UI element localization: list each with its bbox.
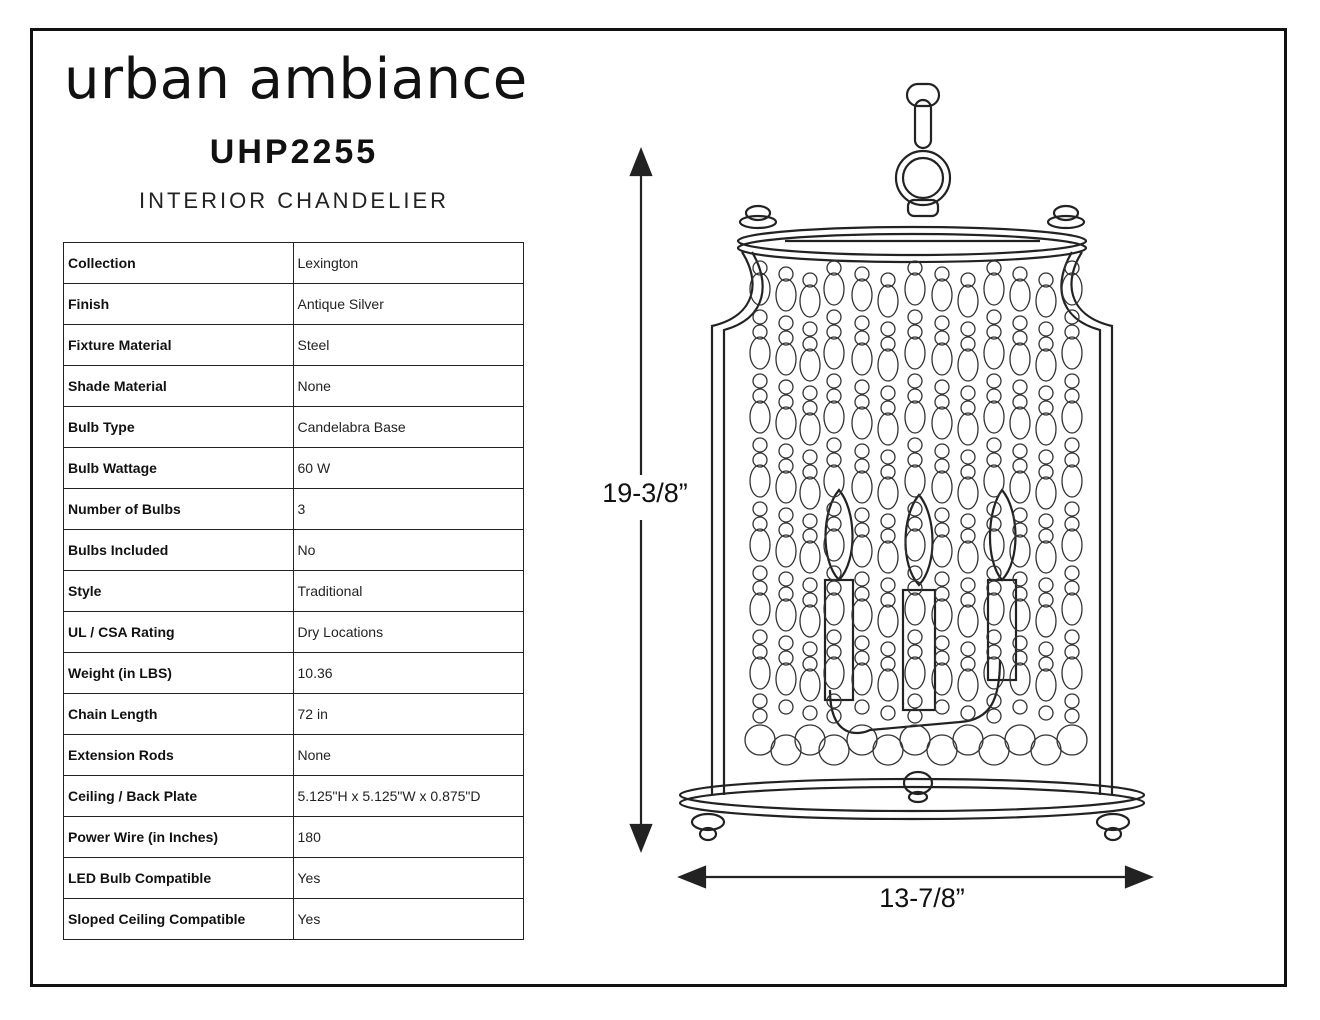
spec-label: Finish: [63, 283, 294, 325]
spec-label: Ceiling / Back Plate: [63, 775, 294, 817]
product-type: INTERIOR CHANDELIER: [138, 188, 450, 213]
spec-row: Power Wire (in Inches)180: [63, 816, 524, 858]
spec-value: No: [292, 529, 524, 571]
spec-label: UL / CSA Rating: [63, 611, 294, 653]
spec-value: 5.125"H x 5.125"W x 0.875"D: [292, 775, 524, 817]
spec-value: Traditional: [292, 570, 524, 612]
height-dimension-arrow: [629, 147, 653, 853]
chain: [894, 82, 952, 218]
model-number: UHP2255: [209, 133, 379, 171]
crystal-bead-strands: [744, 260, 1088, 766]
spec-label: Sloped Ceiling Compatible: [63, 898, 294, 940]
spec-value: 72 in: [292, 693, 524, 735]
width-dimension-arrow: [677, 865, 1154, 889]
page-border: [30, 28, 1287, 987]
top-finials: [738, 204, 1086, 230]
spec-label: Number of Bulbs: [63, 488, 294, 530]
height-dimension-label: 19-3/8”: [602, 478, 688, 508]
chandelier-dimension-drawing: 19-3/8” 13-7/8”: [602, 82, 1154, 913]
spec-label: LED Bulb Compatible: [63, 857, 294, 899]
bottom-feet: [690, 770, 1131, 842]
spec-value: 3: [292, 488, 524, 530]
spec-label: Style: [63, 570, 294, 612]
spec-label: Bulbs Included: [63, 529, 294, 571]
spec-value: Yes: [292, 857, 524, 899]
top-ring: [736, 225, 1088, 264]
spec-value: None: [292, 365, 524, 407]
spec-label: Extension Rods: [63, 734, 294, 776]
brand-logo-text: urban ambiance: [64, 47, 528, 112]
spec-value: Steel: [292, 324, 524, 366]
spec-label: Weight (in LBS): [63, 652, 294, 694]
spec-label: Bulb Wattage: [63, 447, 294, 489]
spec-label: Collection: [63, 242, 294, 284]
spec-value: Antique Silver: [292, 283, 524, 325]
spec-label: Bulb Type: [63, 406, 294, 448]
spec-value: 180: [292, 816, 524, 858]
spec-row: Weight (in LBS)10.36: [63, 652, 524, 694]
bottom-ring: [678, 777, 1146, 821]
spec-label: Power Wire (in Inches): [63, 816, 294, 858]
spec-label: Fixture Material: [63, 324, 294, 366]
spec-value: Lexington: [292, 242, 524, 284]
spec-value: Candelabra Base: [292, 406, 524, 448]
spec-value: Dry Locations: [292, 611, 524, 653]
spec-label: Chain Length: [63, 693, 294, 735]
spec-value: 10.36: [292, 652, 524, 694]
width-dimension-label: 13-7/8”: [879, 883, 965, 913]
spec-value: Yes: [292, 898, 524, 940]
spec-value: None: [292, 734, 524, 776]
spec-value: 60 W: [292, 447, 524, 489]
spec-label: Shade Material: [63, 365, 294, 407]
